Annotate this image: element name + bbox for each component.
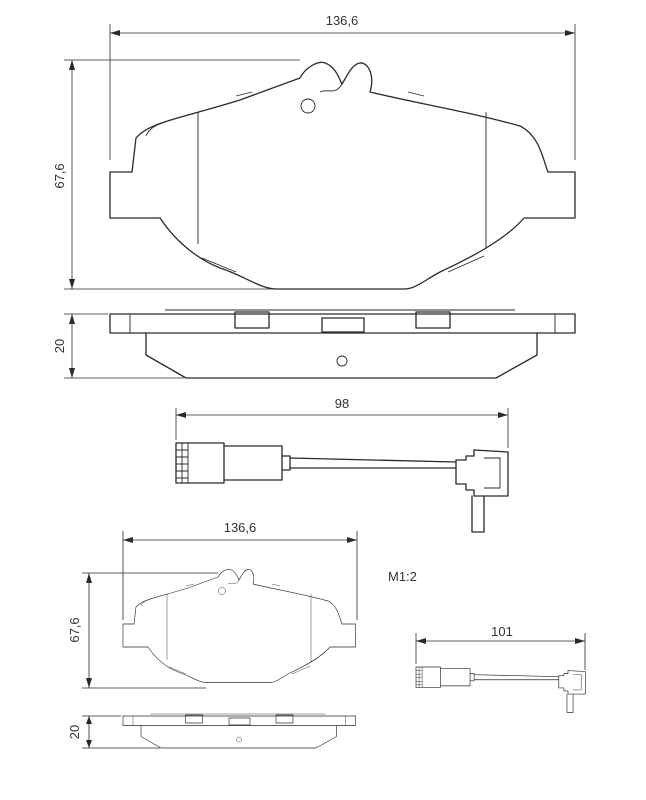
small-pad-side-view <box>122 713 356 749</box>
large-thickness-label: 20 <box>52 339 67 353</box>
large-pad-side-view <box>109 309 576 379</box>
small-thickness-dimension: 20 <box>67 715 160 749</box>
small-sensor-length-label: 101 <box>491 624 513 639</box>
small-height-label: 67,6 <box>67 617 82 642</box>
small-height-dimension: 67,6 <box>67 572 218 689</box>
large-height-dimension: 67,6 <box>52 59 300 290</box>
large-width-dimension: 136,6 <box>109 13 576 160</box>
large-height-label: 67,6 <box>52 163 67 188</box>
large-width-label: 136,6 <box>326 13 359 28</box>
large-thickness-dimension: 20 <box>52 313 184 379</box>
small-wear-sensor <box>415 666 586 713</box>
large-pad-face-view <box>109 61 576 290</box>
small-sensor-length-dimension: 101 <box>415 624 586 670</box>
large-sensor-length-label: 98 <box>335 396 349 411</box>
large-wear-sensor <box>175 442 509 533</box>
small-width-label: 136,6 <box>224 520 257 535</box>
small-width-dimension: 136,6 <box>122 520 358 620</box>
large-sensor-length-dimension: 98 <box>175 396 509 448</box>
scale-label: M1:2 <box>388 569 417 584</box>
small-thickness-label: 20 <box>67 725 82 739</box>
small-pad-face-view <box>122 568 356 683</box>
